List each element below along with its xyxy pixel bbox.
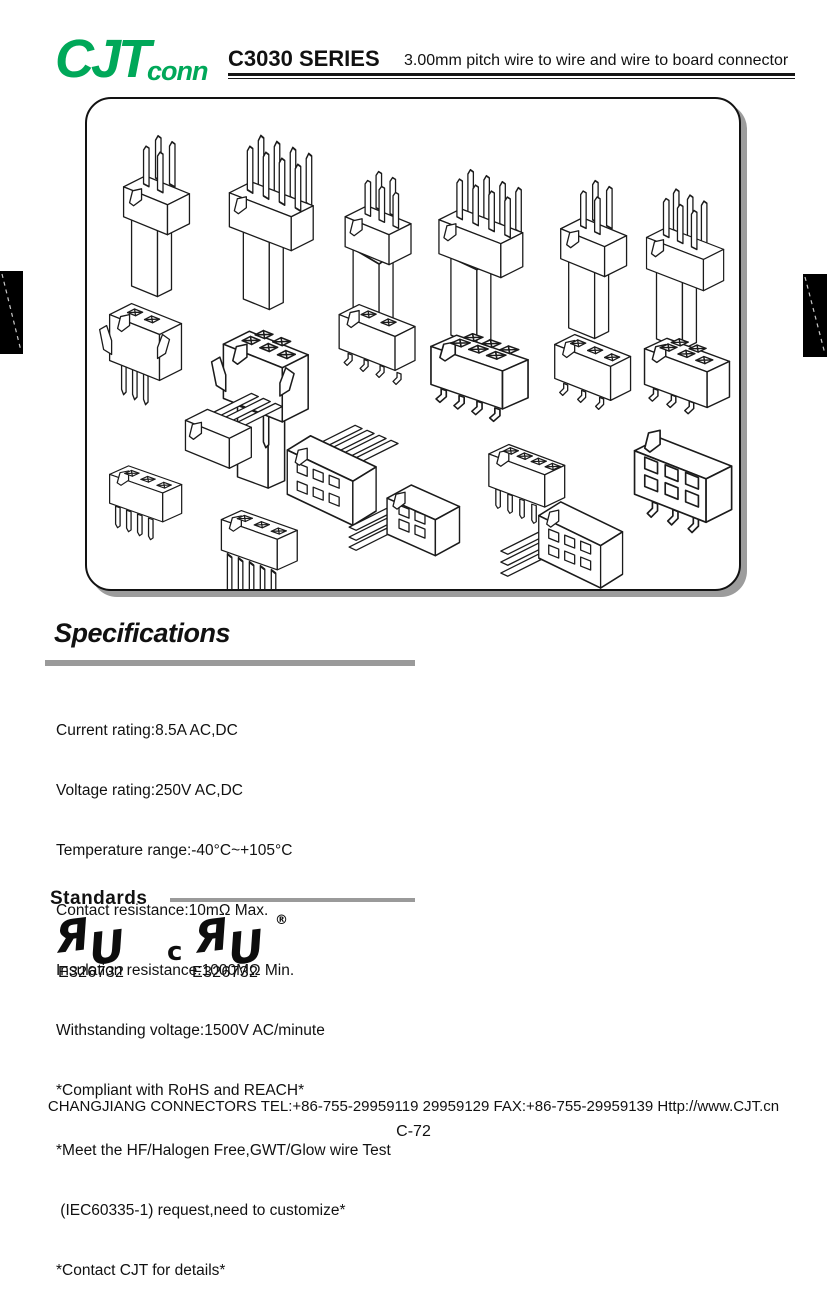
ul-recognized-mark: Я U — [52, 910, 128, 968]
connector-gallery-panel — [85, 97, 741, 591]
svg-text:®: ® — [275, 913, 288, 928]
standards-divider — [170, 898, 415, 902]
footer-company-line: CHANGJIANG CONNECTORS TEL:+86-755-299591… — [47, 1098, 780, 1115]
spec-line: *Contact CJT for details* — [56, 1262, 226, 1279]
left-tab-dash — [1, 273, 22, 352]
connector-line-drawings — [98, 134, 733, 589]
spec-line: Insulation resistance:1000MΩ Min. — [56, 962, 295, 979]
series-subtitle: 3.00mm pitch wire to wire and wire to bo… — [404, 52, 789, 69]
spec-line: Contact resistance:10mΩ Max. — [56, 902, 269, 919]
footer-page-number: C-72 — [396, 1123, 431, 1140]
svg-text:Я: Я — [52, 910, 92, 964]
spec-line: Temperature range:-40°C~+105°C — [56, 842, 293, 859]
connector-drawing-ra-header-4pos — [109, 465, 183, 541]
connector-drawing-ra-header-long-pins — [220, 509, 298, 589]
svg-text:U: U — [86, 921, 128, 968]
logo-text: CJT — [55, 29, 151, 89]
connector-drawing-plug-8pos — [228, 134, 314, 311]
svg-text:U: U — [225, 921, 267, 968]
header-divider — [228, 73, 795, 79]
ul-file-number: E326732 — [58, 964, 125, 981]
connector-drawing-wired-plug-2x3 — [500, 501, 624, 589]
connector-drawing-smt-header-2x4 — [643, 337, 731, 415]
connector-drawing-smt-header-2pos — [338, 303, 416, 386]
standards-heading: Standards — [50, 888, 148, 909]
connector-drawing-ra-header-2x4 — [633, 429, 733, 534]
spec-line: Current rating:8.5A AC,DC — [56, 722, 238, 739]
specifications-divider — [45, 660, 415, 666]
spec-line: (IEC60335-1) request,need to customize* — [56, 1202, 346, 1219]
spec-line: Voltage rating:250V AC,DC — [56, 782, 243, 799]
svg-text:Я: Я — [190, 910, 231, 964]
cul-file-number: E326732 — [192, 964, 259, 981]
cul-recognized-mark: c Я U ® — [167, 910, 288, 968]
connector-drawing-plug-8pos-2 — [438, 168, 524, 348]
connector-drawing-plug-4pos — [560, 179, 628, 340]
spec-line: Withstanding voltage:1500V AC/minute — [56, 1022, 325, 1039]
right-tab-dash — [804, 276, 826, 355]
svg-text:c: c — [167, 937, 182, 967]
connector-drawing-smt-header-2x5 — [430, 332, 529, 423]
spec-line: *Compliant with RoHS and REACH* — [56, 1082, 305, 1099]
connector-drawing-plug-6pos — [645, 188, 725, 351]
connector-drawing-receptacle-2x2 — [98, 302, 183, 406]
connector-drawing-smt-header-3pos — [554, 333, 632, 411]
cjt-logo: CJT conn — [55, 29, 209, 89]
logo-subtext: conn — [147, 56, 208, 86]
spec-line: *Meet the HF/Halogen Free,GWT/Glow wire … — [56, 1142, 391, 1159]
right-bleed-tab — [803, 274, 827, 357]
connector-drawing-plug-2pos — [122, 134, 191, 298]
left-bleed-tab — [0, 271, 23, 354]
series-title: C3030 SERIES — [228, 46, 380, 71]
specifications-list: Current rating:8.5A AC,DC Voltage rating… — [56, 681, 391, 1301]
specifications-heading: Specifications — [54, 618, 231, 648]
